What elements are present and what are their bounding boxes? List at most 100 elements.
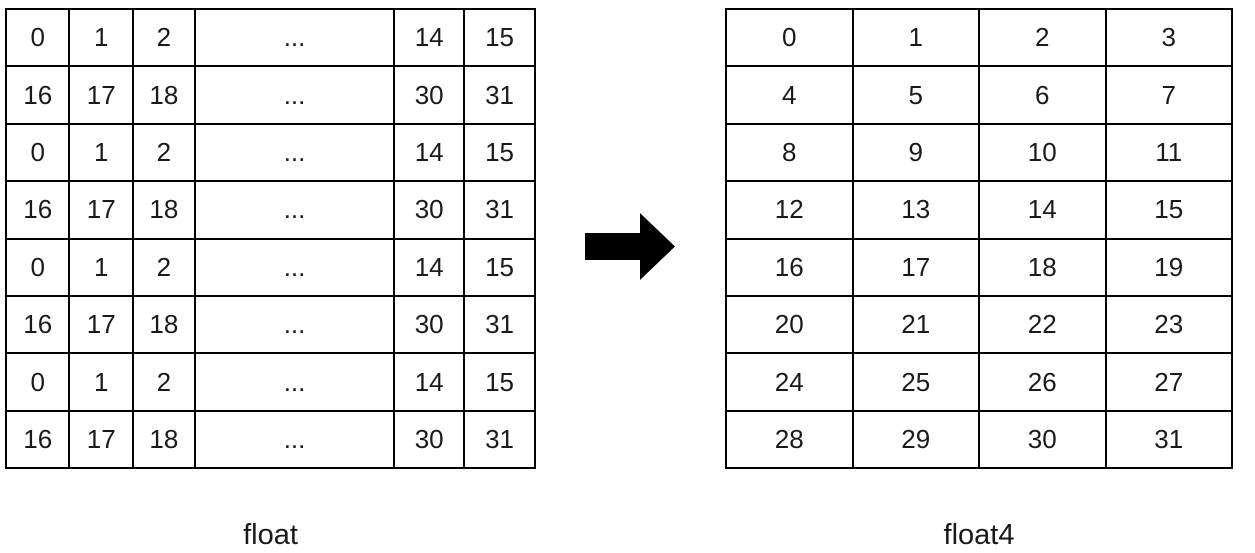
- table-cell: 21: [851, 294, 980, 355]
- table-cell: 14: [393, 122, 466, 183]
- table-cell: 17: [68, 409, 134, 470]
- table-cell: 2: [131, 352, 196, 412]
- table-cell: 16: [4, 294, 71, 355]
- table-cell: 0: [4, 352, 71, 412]
- table-cell: ...: [193, 237, 396, 297]
- table-cell: 30: [393, 409, 466, 470]
- table-cell: 7: [1104, 65, 1233, 125]
- table-cell: 17: [68, 180, 134, 240]
- table-cell: 6: [978, 65, 1107, 125]
- table-cell: 17: [851, 237, 980, 297]
- table-cell: 16: [4, 409, 71, 470]
- table-cell: 29: [851, 409, 980, 470]
- table-cell: 9: [851, 122, 980, 183]
- float-label: float: [243, 519, 298, 551]
- table-cell: 1: [68, 237, 134, 297]
- table-cell: 1: [68, 122, 134, 183]
- table-cell: 18: [131, 294, 196, 355]
- table-cell: 26: [978, 352, 1107, 412]
- table-cell: 0: [725, 7, 854, 68]
- table-cell: 1: [68, 7, 134, 68]
- table-cell: ...: [193, 409, 396, 470]
- table-cell: 19: [1104, 237, 1233, 297]
- table-cell: 16: [725, 237, 854, 297]
- table-cell: 4: [725, 65, 854, 125]
- table-cell: 2: [131, 122, 196, 183]
- table-cell: 2: [978, 7, 1107, 68]
- table-cell: 14: [393, 7, 466, 68]
- table-cell: 23: [1104, 294, 1233, 355]
- table-cell: 27: [1104, 352, 1233, 412]
- table-cell: 20: [725, 294, 854, 355]
- table-cell: 31: [463, 180, 536, 240]
- table-cell: 13: [851, 180, 980, 240]
- table-cell: 2: [131, 7, 196, 68]
- table-cell: 8: [725, 122, 854, 183]
- table-cell: 30: [393, 65, 466, 125]
- table-cell: 17: [68, 294, 134, 355]
- table-cell: 12: [725, 180, 854, 240]
- table-cell: 18: [131, 409, 196, 470]
- table-cell: 14: [393, 237, 466, 297]
- transform-arrow: [585, 213, 675, 280]
- table-cell: 18: [131, 65, 196, 125]
- table-cell: 15: [463, 122, 536, 183]
- right-arrow-shape: [585, 213, 675, 280]
- table-cell: 16: [4, 65, 71, 125]
- table-cell: ...: [193, 65, 396, 125]
- table-cell: 0: [4, 7, 71, 68]
- table-cell: ...: [193, 294, 396, 355]
- table-cell: ...: [193, 7, 396, 68]
- table-cell: 14: [978, 180, 1107, 240]
- table-cell: 30: [393, 180, 466, 240]
- table-cell: 1: [851, 7, 980, 68]
- right-arrow-icon: [585, 213, 675, 280]
- table-cell: 14: [393, 352, 466, 412]
- table-cell: 31: [463, 294, 536, 355]
- table-cell: 28: [725, 409, 854, 470]
- table-cell: 16: [4, 180, 71, 240]
- table-cell: ...: [193, 122, 396, 183]
- table-cell: 17: [68, 65, 134, 125]
- table-cell: 22: [978, 294, 1107, 355]
- table-cell: 18: [131, 180, 196, 240]
- table-cell: ...: [193, 180, 396, 240]
- table-cell: 11: [1104, 122, 1233, 183]
- table-cell: 24: [725, 352, 854, 412]
- table-cell: 31: [1104, 409, 1233, 470]
- table-cell: 2: [131, 237, 196, 297]
- table-cell: 1: [68, 352, 134, 412]
- table-cell: ...: [193, 352, 396, 412]
- table-cell: 15: [463, 237, 536, 297]
- table-cell: 3: [1104, 7, 1233, 68]
- table-cell: 15: [463, 352, 536, 412]
- table-cell: 15: [463, 7, 536, 68]
- table-cell: 30: [393, 294, 466, 355]
- table-cell: 25: [851, 352, 980, 412]
- table-cell: 31: [463, 65, 536, 125]
- table-cell: 0: [4, 237, 71, 297]
- table-cell: 18: [978, 237, 1107, 297]
- table-cell: 15: [1104, 180, 1233, 240]
